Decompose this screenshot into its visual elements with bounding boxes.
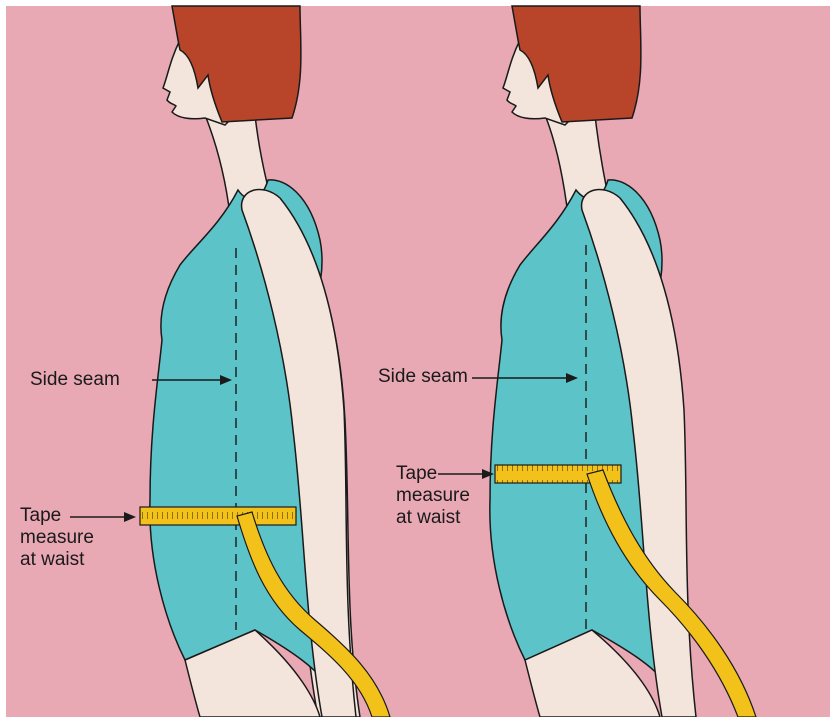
left-side-seam-label: Side seam	[30, 369, 120, 391]
top-border	[0, 0, 830, 6]
right-tape-label: Tape measure at waist	[396, 463, 470, 529]
left-tape-measure	[140, 507, 296, 525]
right-side-seam-label: Side seam	[378, 366, 468, 388]
left-border	[0, 0, 6, 717]
left-tape-label: Tape measure at waist	[20, 505, 94, 571]
